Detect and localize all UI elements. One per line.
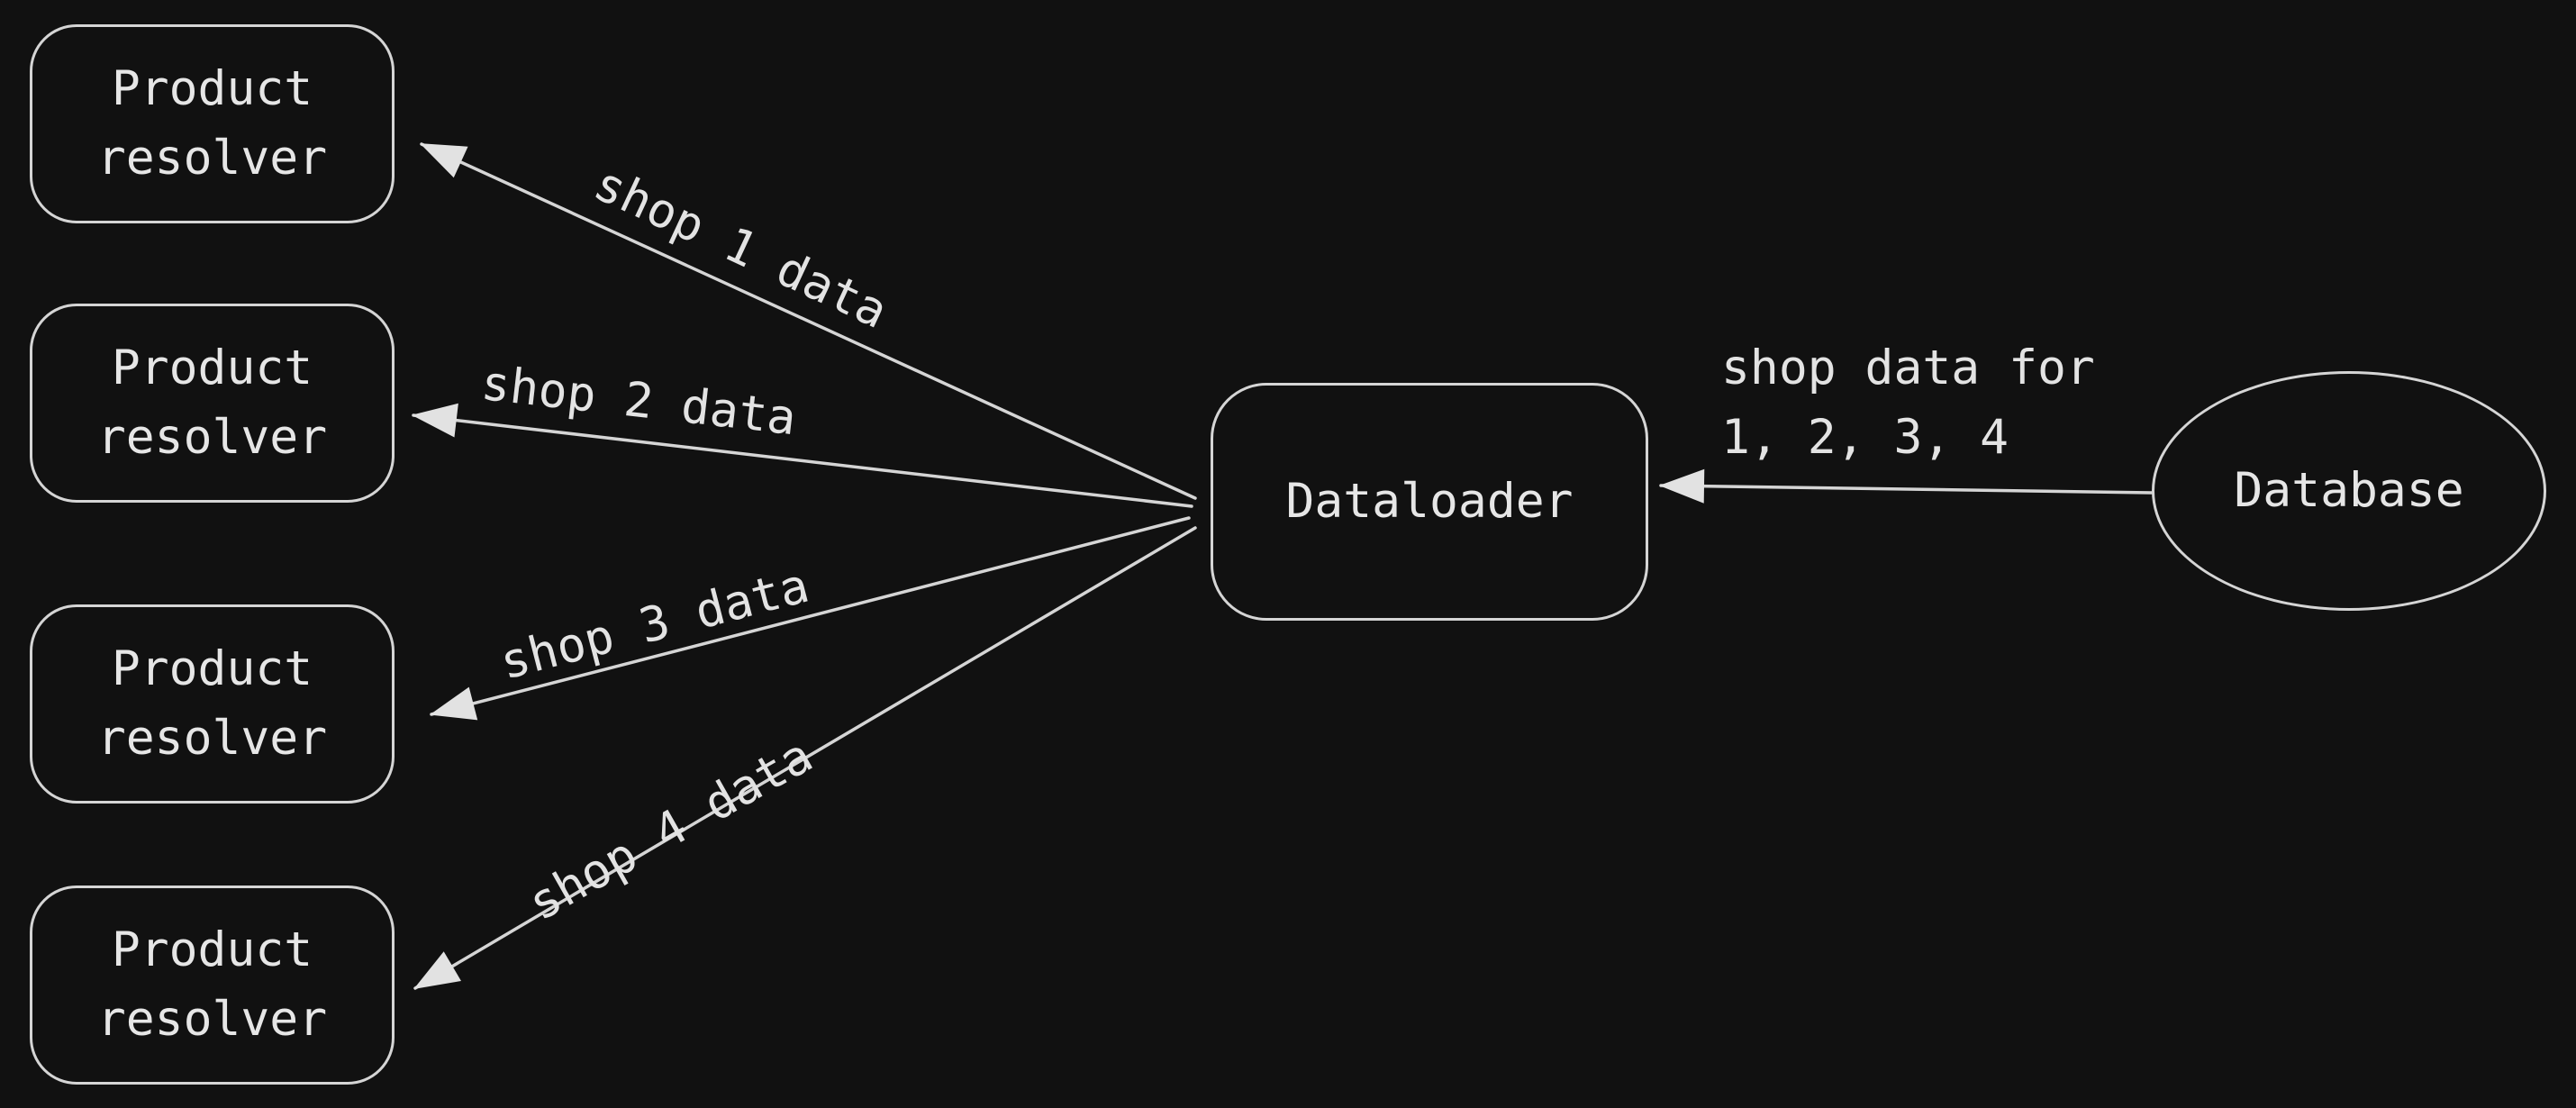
database-label: Database (2234, 462, 2464, 518)
arrow-dataloader-to-resolver-1 (420, 142, 1197, 500)
node-product-resolver-3: Product resolver (30, 604, 395, 804)
node-database: Database (2152, 371, 2546, 611)
node-product-resolver-4: Product resolver (30, 885, 395, 1085)
arrow-database-to-dataloader (1659, 468, 2154, 504)
dataloader-label: Dataloader (1285, 473, 1574, 529)
arrow-dataloader-to-resolver-3 (430, 516, 1191, 721)
edge-label-shop-data-for: shop data for 1, 2, 3, 4 (1721, 341, 2095, 465)
product-resolver-4-label: Product resolver (96, 922, 328, 1047)
node-product-resolver-1: Product resolver (30, 24, 395, 223)
product-resolver-3-label: Product resolver (96, 640, 328, 766)
arrow-dataloader-to-resolver-4 (413, 526, 1197, 990)
node-product-resolver-2: Product resolver (30, 304, 395, 503)
node-dataloader: Dataloader (1211, 383, 1648, 621)
product-resolver-1-label: Product resolver (96, 60, 328, 186)
arrow-dataloader-to-resolver-2 (412, 403, 1193, 508)
product-resolver-2-label: Product resolver (96, 340, 328, 465)
